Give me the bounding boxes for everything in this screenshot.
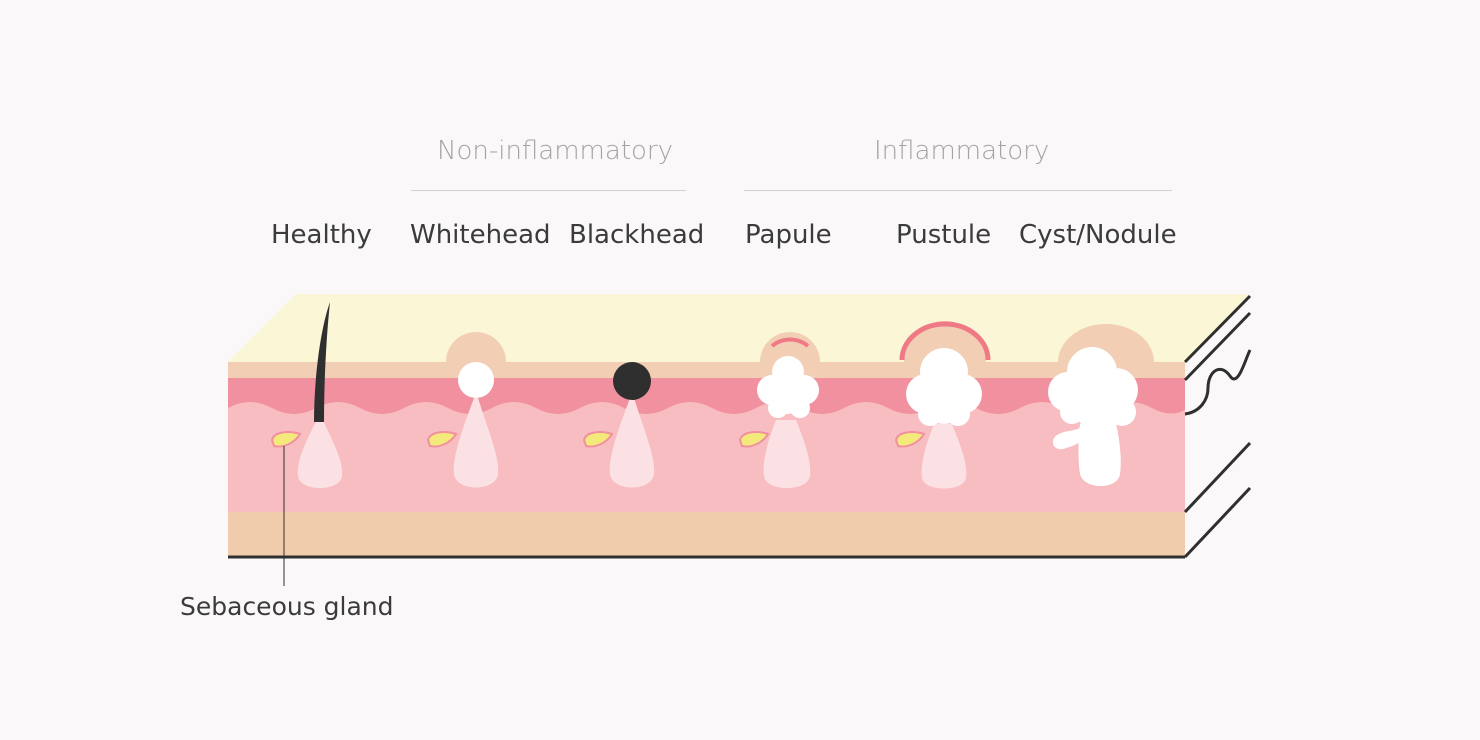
- label-papule: Papule: [745, 220, 832, 250]
- healthy-sebaceous-gland: [270, 431, 302, 448]
- papule-bump: [760, 332, 820, 362]
- side-edge-top-2: [1183, 311, 1252, 382]
- label-blackhead: Blackhead: [569, 220, 705, 250]
- side-edge-base: [1183, 486, 1252, 559]
- inflammatory-divider: [744, 190, 1172, 191]
- blackhead-follicle: [609, 398, 655, 488]
- dermis-layer: [228, 402, 1185, 514]
- hair-shaft: [314, 302, 330, 422]
- pustule-sebaceous-gland: [894, 431, 926, 448]
- sebaceous-gland-callout-label: Sebaceous gland: [180, 592, 394, 621]
- pustule-follicle: [921, 424, 967, 489]
- inflammatory-heading: Inflammatory: [874, 136, 1050, 166]
- papule-inflamed-rim: [770, 337, 810, 348]
- blackhead-plug: [613, 362, 651, 400]
- papule-follicle: [763, 420, 811, 488]
- label-cyst-nodule: Cyst/Nodule: [1019, 220, 1177, 250]
- epidermis-surface-band: [228, 362, 1185, 380]
- healthy-follicle: [297, 418, 343, 488]
- papule-lesion: [757, 356, 819, 418]
- whitehead-plug: [458, 362, 494, 398]
- pustule-inflamed-rim: [899, 321, 991, 361]
- whitehead-sebaceous-gland: [426, 431, 458, 448]
- blackhead-sebaceous-gland: [582, 431, 614, 448]
- label-healthy: Healthy: [271, 220, 372, 250]
- side-edge-wave: [1184, 349, 1252, 416]
- non-inflammatory-heading: Non-inflammatory: [437, 136, 673, 166]
- label-pustule: Pustule: [896, 220, 992, 250]
- side-edge-top-1: [1183, 294, 1252, 364]
- label-whitehead: Whitehead: [410, 220, 551, 250]
- pustule-bump: [904, 321, 986, 362]
- side-edge-mid: [1183, 441, 1252, 514]
- non-inflammatory-divider: [411, 190, 686, 191]
- subcutis-layer: [228, 512, 1185, 557]
- whitehead-follicle: [453, 398, 499, 488]
- cyst-lesion: [1048, 347, 1138, 486]
- pustule-lesion: [906, 348, 982, 426]
- whitehead-bump: [446, 332, 506, 362]
- papule-sebaceous-gland: [738, 431, 770, 448]
